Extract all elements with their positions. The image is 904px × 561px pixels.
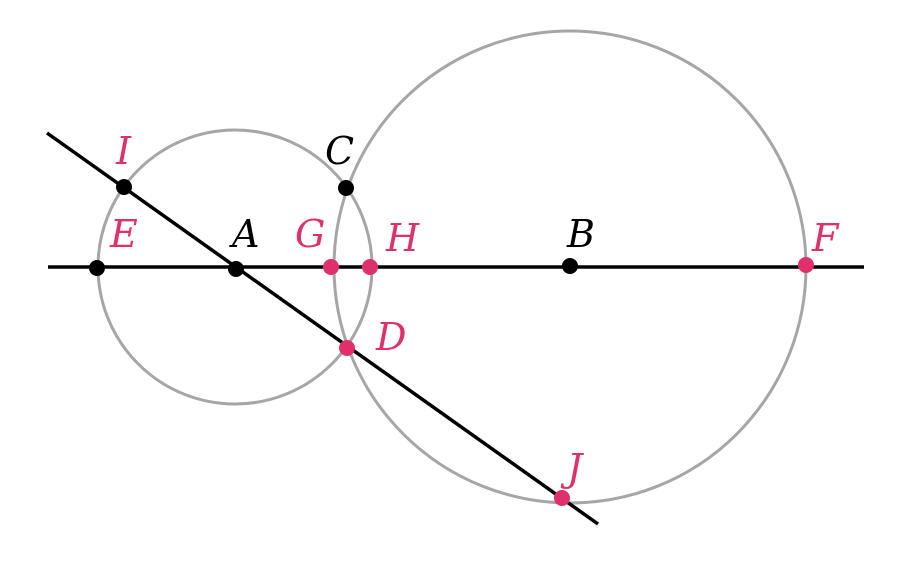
point-b xyxy=(562,258,578,274)
label-c: C xyxy=(325,129,354,173)
point-f xyxy=(798,257,814,273)
label-g: G xyxy=(295,212,325,256)
point-h xyxy=(362,259,378,275)
point-d xyxy=(339,340,355,356)
point-g xyxy=(323,259,339,275)
point-e xyxy=(89,260,105,276)
point-a xyxy=(228,261,244,277)
label-d: D xyxy=(375,315,406,359)
point-c xyxy=(338,180,354,196)
point-i xyxy=(116,179,132,195)
point-j xyxy=(554,490,570,506)
label-j: J xyxy=(560,446,584,490)
label-e: E xyxy=(109,212,138,256)
label-i: I xyxy=(115,129,132,173)
label-b: B xyxy=(566,212,595,256)
label-a: A xyxy=(229,212,259,256)
label-h: H xyxy=(385,216,420,260)
diagonal-line-through-a-and-c xyxy=(45,131,600,526)
label-f: F xyxy=(811,216,840,260)
